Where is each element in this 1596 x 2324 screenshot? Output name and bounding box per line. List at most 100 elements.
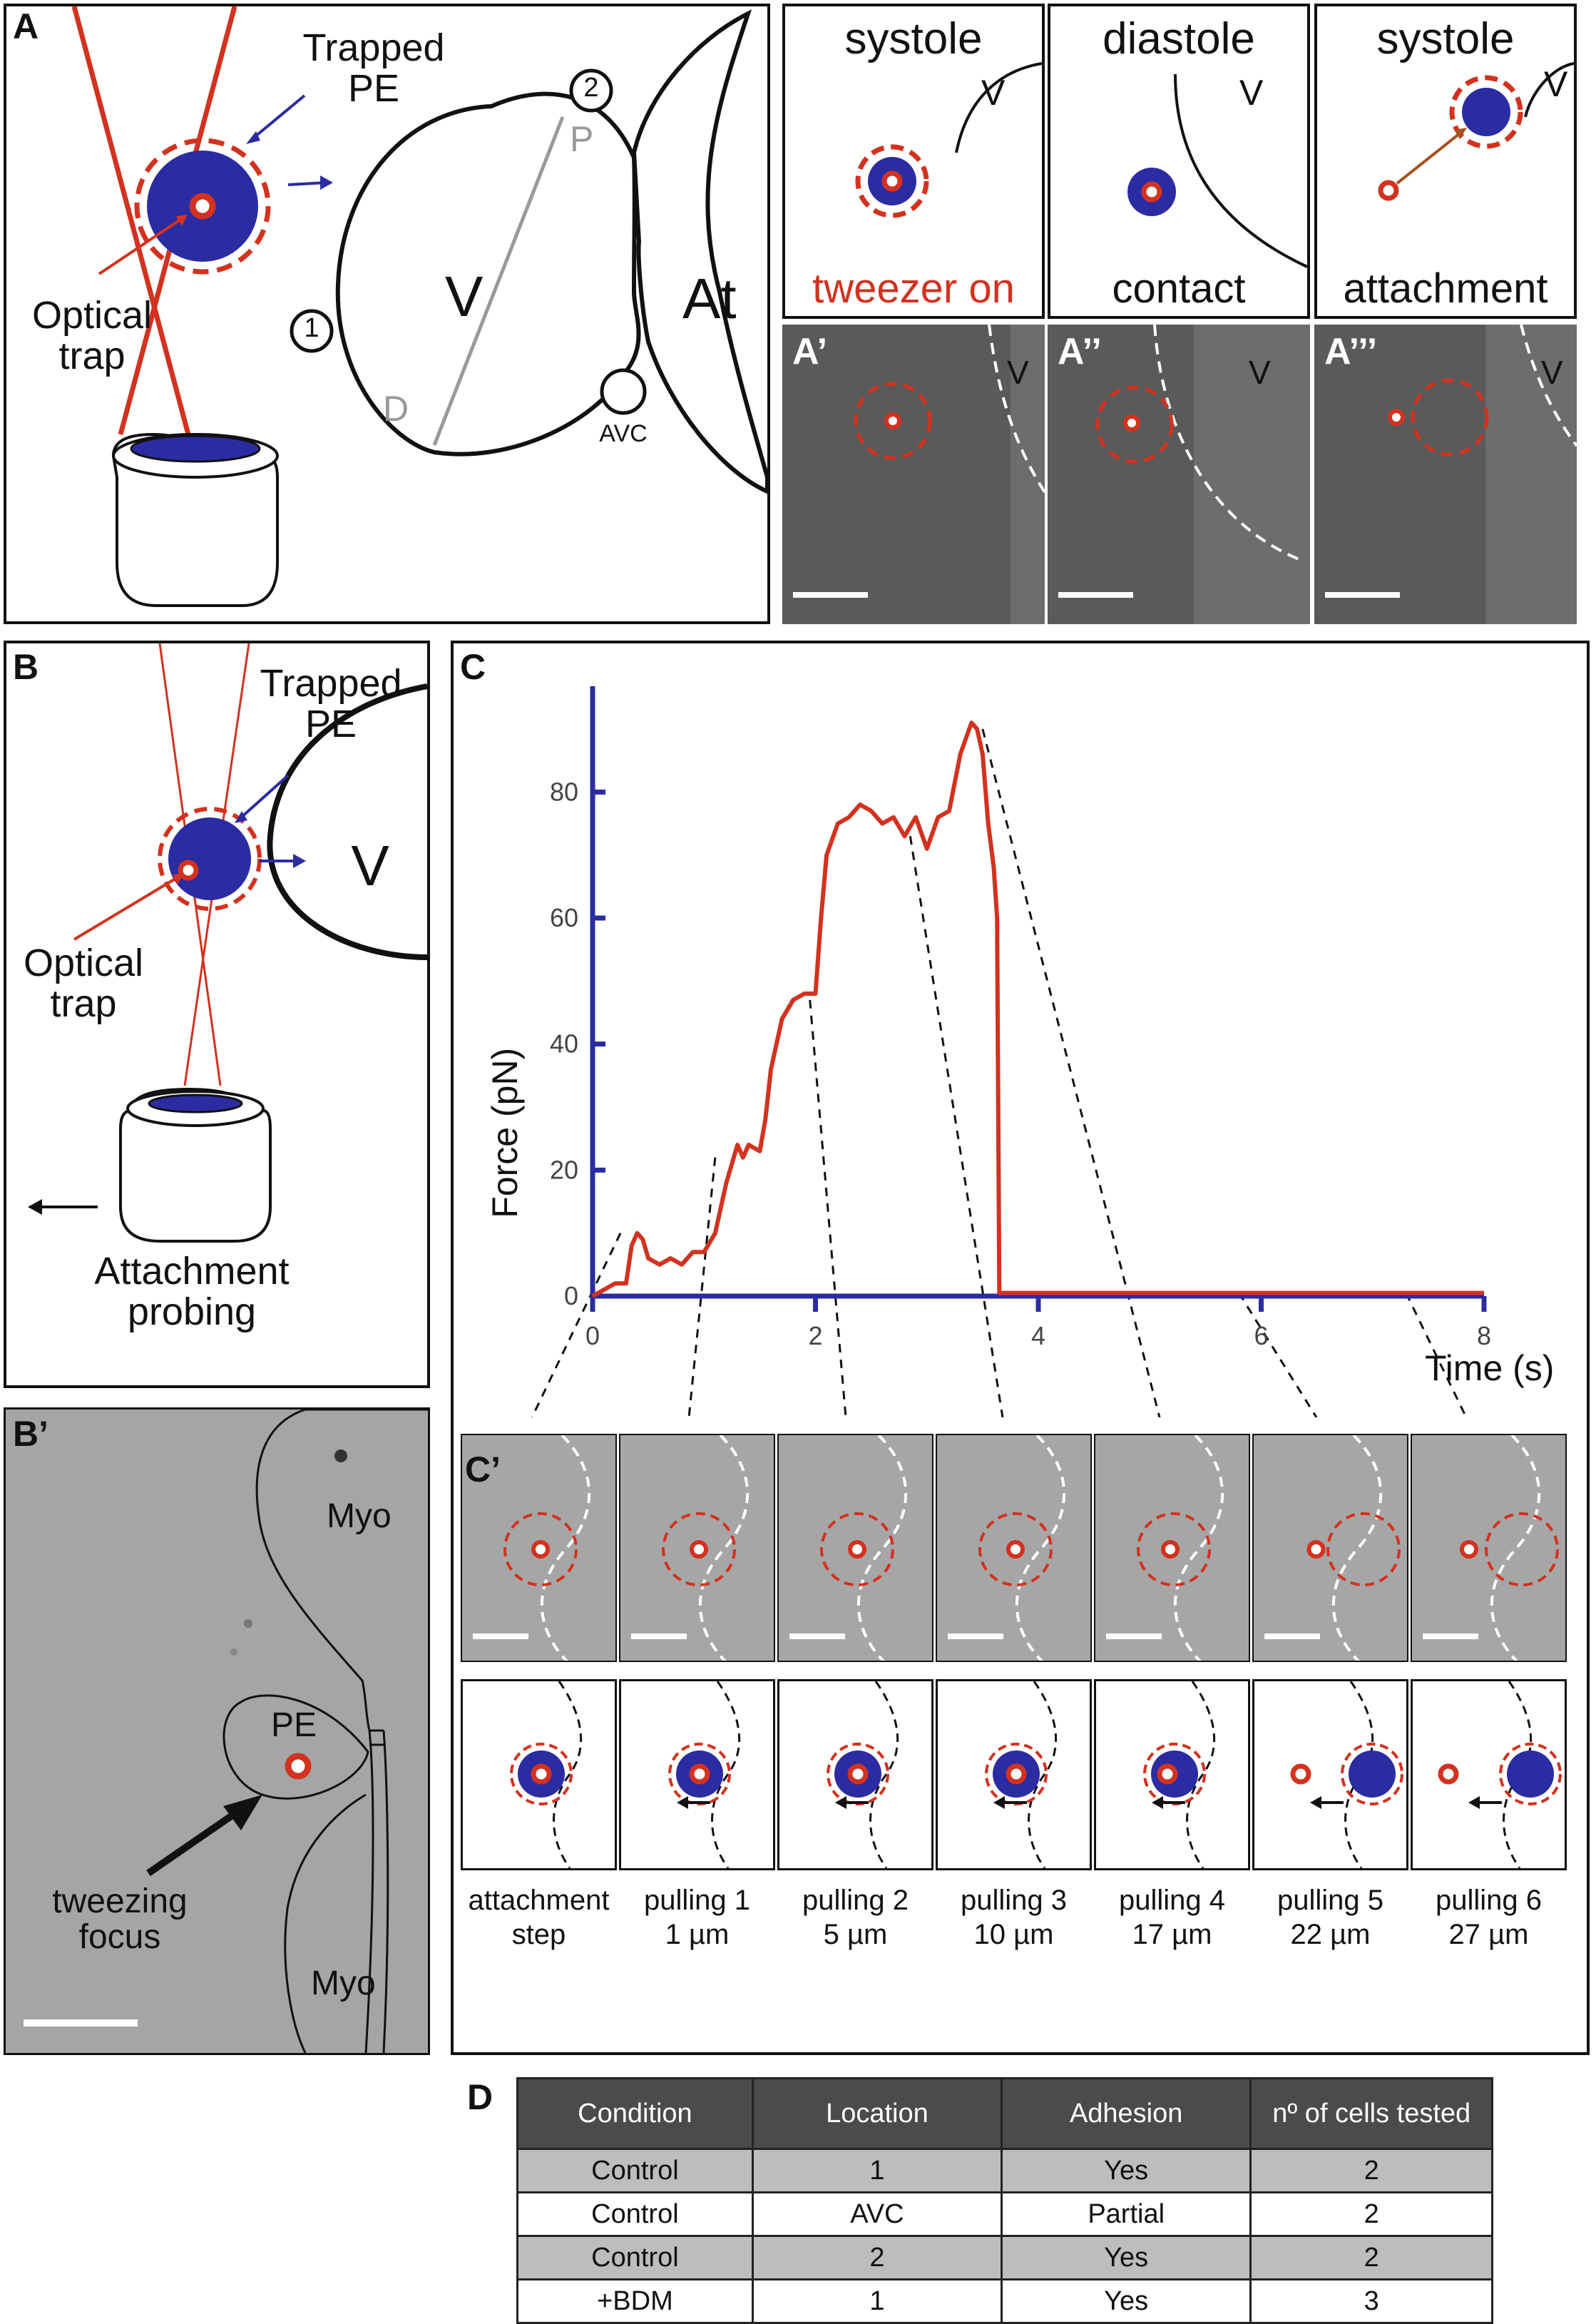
guide-line <box>809 999 847 1417</box>
tweezing-focus-label: tweezing focus <box>52 1882 188 1957</box>
stage-micrograph: A’ V <box>782 325 1045 624</box>
cp-micrograph-overlay <box>1264 1435 1401 1661</box>
table-cell: 2 <box>1249 2235 1493 2280</box>
panel-b-prime-micrograph: Myo PE Myo tweezing focus <box>4 1407 430 2055</box>
guide-line <box>909 835 1004 1417</box>
cp-schematic-drawing <box>1290 1681 1403 1868</box>
cp-step-label: pulling 3 10 µm <box>960 1885 1067 1950</box>
cp-schematic-drawing <box>1438 1681 1562 1868</box>
adhesion-table: Condition Location Adhesion nº of cells … <box>516 2077 1493 2324</box>
panel-a: Trapped PE Optical trap V At P D 2 1 AVC <box>4 4 770 624</box>
table-row: +BDM 1 Yes 3 <box>516 2278 1493 2324</box>
guide-line <box>981 728 1161 1417</box>
cp-schematic <box>1094 1679 1250 1870</box>
y-axis-label: Force (pN) <box>484 1047 525 1218</box>
ventricle-label: V <box>1544 64 1568 104</box>
attachment-probing-label: Attachment probing <box>94 1250 290 1333</box>
stage-caption: attachment <box>1343 265 1548 312</box>
cp-step-label: attachment step <box>468 1885 610 1950</box>
cp-micrograph-overlay <box>1106 1435 1224 1661</box>
cell-outlines <box>24 1410 428 2053</box>
myo-bottom-label: Myo <box>311 1964 376 2002</box>
micrograph-overlay <box>793 325 1045 624</box>
stage-caption: tweezer on <box>812 265 1015 312</box>
panel-label-d: D <box>467 2077 493 2117</box>
panel-a-diagram <box>71 6 767 607</box>
y-tick-label: 0 <box>564 1281 578 1310</box>
cp-schematic <box>936 1679 1092 1870</box>
stage-title: systole <box>844 14 983 63</box>
cp-schematic <box>1411 1679 1567 1870</box>
cp-schematic <box>1252 1679 1408 1870</box>
table-header-row: Condition Location Adhesion nº of cells … <box>516 2077 1493 2150</box>
pole-d-label: D <box>383 389 409 429</box>
y-tick-label: 20 <box>550 1155 578 1184</box>
cp-micrograph <box>619 1434 775 1662</box>
table-row: Control 2 Yes 2 <box>516 2235 1493 2280</box>
cp-micrograph <box>1252 1434 1408 1662</box>
x-axis-label: Time (s) <box>1425 1348 1555 1388</box>
cp-micrograph <box>936 1434 1092 1662</box>
cp-schematic-drawing <box>668 1681 741 1868</box>
cp-micrograph <box>1411 1434 1567 1662</box>
table-row: Control 1 Yes 2 <box>516 2148 1493 2193</box>
table-cell: Control <box>516 2148 754 2193</box>
cp-micrograph-overlay <box>789 1435 908 1661</box>
micrograph-ventricle-label: V <box>1249 354 1271 391</box>
x-tick-label: 4 <box>1031 1321 1045 1350</box>
guide-line <box>1237 1292 1318 1417</box>
table-cell: Partial <box>1000 2191 1252 2237</box>
cp-schematic <box>461 1679 617 1870</box>
table-cell: 2 <box>1249 2148 1493 2193</box>
y-tick-label: 40 <box>550 1029 578 1059</box>
micrograph-ventricle-label: V <box>1007 354 1029 391</box>
panel-label-b: B <box>13 647 39 687</box>
table-cell: Control <box>516 2191 754 2237</box>
cp-schematic-drawing <box>510 1681 583 1868</box>
table-cell: Yes <box>1000 2148 1252 2193</box>
stage-micrograph: A’’V <box>1048 325 1310 624</box>
y-tick-label: 60 <box>550 903 578 932</box>
panel-b-diagram <box>28 643 427 1243</box>
cp-step-label: pulling 5 22 µm <box>1277 1885 1383 1950</box>
cp-schematic <box>777 1679 933 1870</box>
stage-title: systole <box>1376 14 1515 63</box>
guide-line <box>1405 1292 1468 1417</box>
stage-title: diastole <box>1103 14 1255 63</box>
stage-drawing <box>1378 62 1574 201</box>
ventricle-label: V <box>981 73 1006 113</box>
table-header: Condition <box>516 2077 754 2150</box>
ventricle-label: V <box>445 265 484 328</box>
panel-label-c-prime: C’ <box>465 1449 501 1489</box>
micrograph-label: A’’’ <box>1324 331 1378 372</box>
trapped-pe-label: Trapped PE <box>302 26 445 110</box>
guide-line <box>687 1157 717 1417</box>
x-tick-label: 6 <box>1254 1321 1268 1350</box>
cp-micrograph-overlay <box>631 1435 750 1661</box>
cp-micrograph-overlay <box>473 1435 591 1661</box>
cp-micrograph <box>777 1434 933 1662</box>
table-cell: Control <box>516 2235 754 2280</box>
myo-top-label: Myo <box>327 1497 392 1535</box>
micrograph-overlay <box>1058 325 1310 624</box>
table-cell: 2 <box>1249 2191 1493 2237</box>
site-1-label: 1 <box>304 313 319 343</box>
cp-step-label: pulling 1 1 µm <box>643 1885 750 1950</box>
panel-label-c: C <box>460 647 486 687</box>
micrograph-label: A’ <box>792 331 828 372</box>
micrograph-overlay <box>1325 325 1577 624</box>
x-tick-label: 0 <box>585 1321 600 1350</box>
b-trapped-pe-label: Trapped PE <box>260 662 402 745</box>
table-row: Control AVC Partial 2 <box>516 2191 1493 2237</box>
cp-micrograph <box>1094 1434 1250 1662</box>
cp-micrograph-overlay <box>948 1435 1066 1661</box>
cp-step-label: pulling 4 17 µm <box>1118 1885 1225 1950</box>
optical-trap-label: Optical trap <box>31 294 153 377</box>
table-cell: 1 <box>751 2148 1003 2193</box>
guide-line <box>531 1233 622 1417</box>
stage-drawing <box>1127 73 1307 268</box>
